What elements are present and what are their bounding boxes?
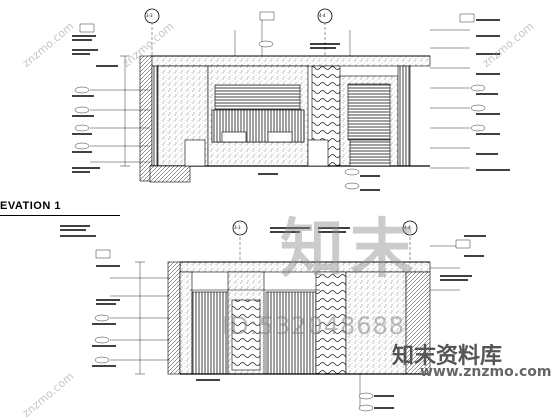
elevation-title: EVATION 1 xyxy=(0,200,61,212)
upper-leaders xyxy=(90,14,470,169)
upper-notes xyxy=(72,19,510,191)
watermark-brand: 知末资料库 xyxy=(392,344,503,369)
watermark-id: ID:532048688 xyxy=(222,312,406,340)
upper-elevation xyxy=(139,55,431,183)
upper-section-marks xyxy=(144,8,333,24)
watermark-brand-url: www.znzmo.com xyxy=(420,364,552,380)
section-mark-label: 4-4 xyxy=(404,225,411,230)
section-mark-label: 3-3 xyxy=(146,13,153,18)
watermark-logo: 知末 xyxy=(280,213,420,287)
title-underline xyxy=(0,215,120,216)
section-mark-label: 4-4 xyxy=(319,13,326,18)
lower-callouts xyxy=(94,239,471,412)
section-mark-label: 3-3 xyxy=(234,225,241,230)
upper-callouts xyxy=(74,11,486,190)
lower-section-marks xyxy=(232,220,418,236)
lower-notes xyxy=(60,225,486,409)
lower-elevation xyxy=(167,261,431,375)
